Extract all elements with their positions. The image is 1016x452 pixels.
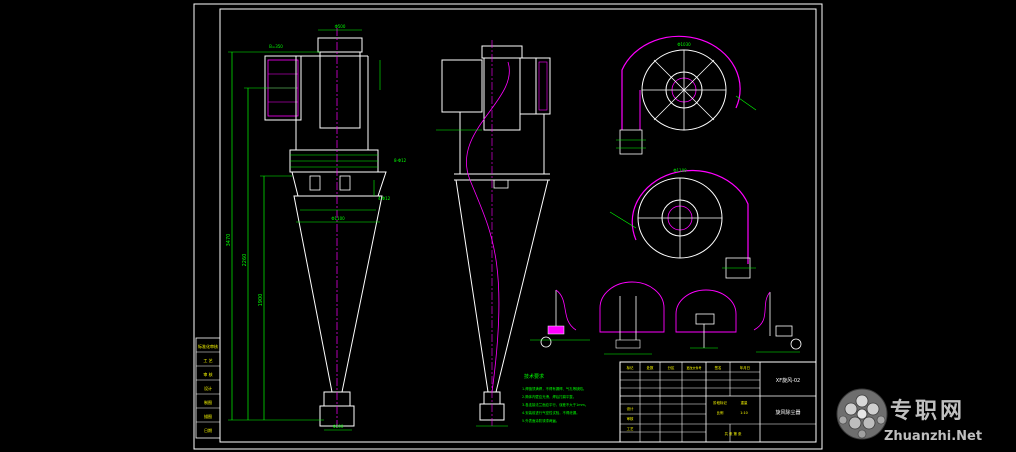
- tb-label: 标记: [627, 365, 634, 370]
- side-view: [436, 40, 551, 427]
- tb-weight-label: 重量: [741, 400, 748, 405]
- front-view: 3470 2260 1900 Φ500 Φ1100 Φ200 B=350 8-Φ…: [226, 24, 407, 431]
- note-line: 1.焊缝须满焊，不得有漏焊、气孔等缺陷。: [522, 386, 586, 391]
- dim-inner-height: 1900: [258, 294, 264, 307]
- note-line: 5.外表面涂防锈漆两遍。: [522, 418, 559, 423]
- side-table-row: 描图: [204, 413, 212, 419]
- watermark-cn: 专职网: [890, 398, 965, 424]
- tb-label: 年月日: [740, 365, 750, 370]
- tb-design-label: 工艺: [627, 426, 634, 431]
- side-table-row: 设计: [204, 385, 212, 391]
- dim-flange: 8-Φ12: [394, 158, 407, 163]
- inner-frame: [219, 8, 817, 443]
- dim-inlet-size: B=350: [269, 44, 283, 49]
- top-view-lower: Φ1100: [609, 168, 756, 279]
- side-table-row: 制图: [204, 399, 212, 405]
- side-table: 标准化审核 工 艺 审 核 设计 制图 描图 日期: [195, 337, 221, 439]
- part-name: 旋风除尘器: [775, 409, 800, 416]
- dim-cone-height: 2260: [242, 254, 248, 267]
- tb-design-label: 设计: [627, 406, 634, 411]
- note-line: 4.安装前进行气密性试验，不得泄漏。: [522, 410, 579, 415]
- globe-icon: [836, 388, 888, 440]
- tb-label: 处数: [647, 365, 654, 370]
- dim-body-dia: Φ1100: [331, 216, 345, 221]
- tb-label: 签名: [715, 365, 722, 370]
- side-table-row: 审 核: [203, 371, 212, 377]
- title-block: 标记 处数 分区 更改文件号 签名 年月日 设计 审核 工艺 阶段标记 重量 比…: [619, 361, 817, 443]
- dim-bottom-dia: Φ200: [333, 424, 344, 429]
- side-table-row: 标准化审核: [198, 343, 218, 349]
- top-view-upper: Φ1030: [616, 35, 757, 155]
- tb-scale-value: 1:10: [740, 411, 748, 415]
- dim-total-height: 3470: [226, 234, 232, 247]
- note-line: 2.筒体内壁应光滑，焊后打磨平整。: [522, 394, 576, 399]
- side-table-row: 日期: [204, 427, 212, 433]
- tb-scale-label: 比例: [717, 410, 724, 415]
- tb-design-label: 审核: [627, 416, 634, 421]
- tb-label: 更改文件号: [686, 365, 701, 370]
- note-line: 3.各连接法兰面应平行，误差不大于1mm。: [522, 402, 588, 407]
- tb-stage-label: 阶段标记: [713, 400, 727, 405]
- side-table-row: 工 艺: [203, 358, 212, 363]
- dim-top-view-2: Φ1100: [673, 168, 687, 173]
- technical-notes: 技术要求 1.焊缝须满焊，不得有漏焊、气孔等缺陷。 2.筒体内壁应光滑，焊后打磨…: [522, 373, 588, 423]
- dim-plate: 4-Φ12: [378, 196, 391, 201]
- tb-label: 分区: [668, 365, 675, 370]
- detail-views: [530, 281, 802, 355]
- drawing-number: XF旋风-02: [776, 377, 800, 384]
- outer-frame: [193, 3, 823, 450]
- watermark: 专职网 Zhuanzhi.Net: [836, 388, 982, 444]
- dim-outlet-width: Φ500: [335, 24, 346, 29]
- notes-heading: 技术要求: [524, 373, 544, 380]
- dim-top-view: Φ1030: [677, 42, 691, 47]
- watermark-en: Zhuanzhi.Net: [884, 429, 982, 444]
- tb-sheet-label: 共 张 第 张: [725, 431, 742, 436]
